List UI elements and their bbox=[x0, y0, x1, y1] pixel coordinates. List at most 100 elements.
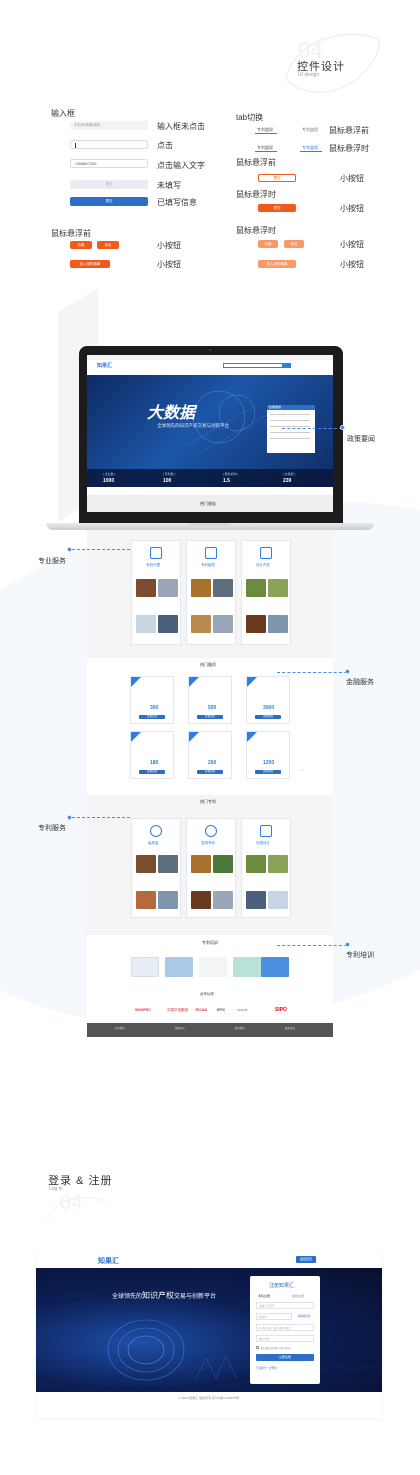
news-line bbox=[270, 438, 310, 439]
news-line bbox=[270, 432, 310, 433]
hero-slogan-b: 知识产权 bbox=[142, 1291, 175, 1300]
news-line bbox=[270, 420, 310, 421]
tab-phone-register[interactable]: 手机注册 bbox=[258, 1294, 271, 1298]
professional-annotation: 专业服务 bbox=[38, 558, 66, 565]
patent-thumb bbox=[158, 855, 178, 873]
agree-checkbox[interactable] bbox=[256, 1346, 259, 1349]
tab-hovered-2[interactable]: 专利盖保 bbox=[302, 145, 318, 150]
service-thumb bbox=[158, 579, 178, 597]
register-submit-button[interactable]: 立即注册 bbox=[256, 1354, 314, 1361]
service-card-1[interactable]: 专利代理 bbox=[131, 540, 181, 645]
patent-annotation: 专利服务 bbox=[38, 825, 66, 832]
training-thumb[interactable] bbox=[261, 957, 289, 977]
tab-underline-2 bbox=[255, 151, 277, 152]
code-input[interactable]: 验证码 bbox=[256, 1313, 292, 1320]
service-card-2[interactable]: 专利维权 bbox=[186, 540, 236, 645]
phone-input[interactable]: 请输入手机号 bbox=[256, 1302, 314, 1309]
patent-thumb bbox=[268, 855, 288, 873]
input-typing[interactable]: 13568670283 bbox=[70, 159, 148, 168]
service-thumb bbox=[213, 579, 233, 597]
go-login-link[interactable]: 已有账号？去登录 bbox=[256, 1367, 277, 1370]
banner-cloud-graphic bbox=[186, 390, 268, 456]
get-code-button[interactable]: 获取验证码 bbox=[297, 1315, 311, 1318]
password-input[interactable]: 6~20位字母、数字和符号组合 bbox=[256, 1324, 314, 1331]
news-line bbox=[270, 426, 310, 427]
training-leader-line bbox=[277, 945, 347, 946]
tab-inactive-1[interactable]: 专利盖保 bbox=[302, 127, 318, 132]
training-thumb[interactable] bbox=[233, 957, 261, 977]
partners-title: 合作伙伴 bbox=[200, 992, 214, 996]
footer-link[interactable]: 帮助中心 bbox=[175, 1027, 186, 1030]
patent-thumb bbox=[213, 855, 233, 873]
patent-card-1[interactable]: 高质量 bbox=[131, 818, 181, 918]
site-search-button[interactable] bbox=[283, 363, 291, 368]
label-input-click: 点击 bbox=[157, 141, 173, 150]
add-to-list-during[interactable]: 加入采购清单 bbox=[258, 260, 296, 268]
tab-email-register[interactable]: 邮箱注册 bbox=[292, 1294, 305, 1298]
tab-underline-hover bbox=[300, 151, 322, 152]
back-home-button[interactable]: 返回首页 bbox=[296, 1256, 316, 1263]
training-title: 专利培训 bbox=[202, 940, 218, 945]
finance-cta[interactable]: 查看详情 bbox=[146, 715, 157, 718]
training-thumb[interactable] bbox=[131, 957, 159, 977]
corner-ribbon bbox=[131, 732, 141, 742]
finance-cta[interactable]: 查看详情 bbox=[262, 770, 273, 773]
patent-thumb bbox=[191, 855, 211, 873]
filled-small-button[interactable]: 提交 bbox=[258, 204, 296, 212]
label-small-button-2: 小按钮 bbox=[340, 204, 364, 213]
patent-thumb bbox=[213, 891, 233, 909]
outline-small-button[interactable]: 提交 bbox=[258, 174, 296, 182]
laptop-base bbox=[46, 523, 374, 530]
finance-cta[interactable]: 查看详情 bbox=[204, 770, 215, 773]
input-focus[interactable] bbox=[70, 140, 148, 149]
service-name: 设计开发 bbox=[256, 563, 270, 567]
header-decoration bbox=[285, 33, 380, 93]
finance-cta[interactable]: 查看详情 bbox=[204, 715, 215, 718]
section-title: 控件设计 bbox=[297, 61, 345, 73]
stat-label: [ 企业数 ] bbox=[103, 472, 116, 476]
finance-cta[interactable]: 查看详情 bbox=[146, 770, 157, 773]
hero-slogan: 全球领先的知识产权交易与创新平台 bbox=[112, 1290, 216, 1301]
chip-price-before[interactable]: 价格 bbox=[70, 241, 92, 249]
chevron-up-icon[interactable]: ︿ bbox=[298, 767, 305, 773]
finance-card[interactable]: 1200 查看详情 bbox=[246, 731, 290, 779]
tab-active-2[interactable]: 专利盖保 bbox=[257, 145, 273, 150]
login-page-preview: 知果汇 返回首页 全球领先的知识产权交易与创新平台 注册知果汇 手机注册 邮箱注… bbox=[36, 1250, 382, 1418]
corner-ribbon bbox=[247, 732, 257, 742]
finance-card[interactable]: 180 查看详情 bbox=[130, 731, 174, 779]
tab-active-1[interactable]: 专利盖保 bbox=[257, 127, 273, 132]
finance-card[interactable]: 300 查看详情 bbox=[130, 676, 174, 724]
add-to-list-before[interactable]: 加入采购清单 bbox=[70, 260, 110, 268]
finance-leader-line bbox=[277, 672, 347, 673]
stat-label: [ 专利数 ] bbox=[163, 472, 176, 476]
submit-button-empty[interactable]: 提交 bbox=[70, 180, 148, 189]
footer-link[interactable]: 关于我们 bbox=[115, 1027, 126, 1030]
patent-leader-line bbox=[72, 817, 130, 818]
label-wide-small-left: 小按钮 bbox=[157, 260, 181, 269]
confirm-password-input[interactable]: 确认密码 bbox=[256, 1335, 314, 1342]
service-card-3[interactable]: 设计开发 bbox=[241, 540, 291, 645]
training-thumb[interactable] bbox=[165, 957, 193, 977]
section2-title: 登录 & 注册 bbox=[48, 1175, 113, 1187]
submit-button-filled[interactable]: 提交 bbox=[70, 197, 148, 206]
chip-price-during[interactable]: 价格 bbox=[258, 240, 278, 248]
input-idle[interactable]: 手机号/邮箱/昵称 bbox=[70, 121, 148, 130]
finance-card[interactable]: 260 查看详情 bbox=[188, 731, 232, 779]
site-logo[interactable]: 知果汇 bbox=[97, 363, 113, 369]
site-topbar bbox=[87, 355, 333, 360]
stats-bar: [ 企业数 ] 1000 [ 专利数 ] 100 [ 服务机构 ] 1.5 [ … bbox=[87, 469, 333, 487]
finance-card[interactable]: 500 查看详情 bbox=[188, 676, 232, 724]
hover-right-heading: 鼠标悬浮时 bbox=[236, 226, 276, 235]
chip-review-during[interactable]: 评论 bbox=[284, 240, 304, 248]
training-thumb[interactable] bbox=[199, 957, 227, 977]
patent-card-3[interactable]: 外观设计 bbox=[241, 818, 291, 918]
chip-review-before[interactable]: 评论 bbox=[97, 241, 119, 249]
footer-link[interactable]: 服务协议 bbox=[285, 1027, 296, 1030]
finance-cta[interactable]: 查看详情 bbox=[262, 715, 273, 718]
login-logo[interactable]: 知果汇 bbox=[98, 1258, 119, 1265]
finance-card[interactable]: 3000 查看详情 bbox=[246, 676, 290, 724]
footer-link[interactable]: 联系我们 bbox=[235, 1027, 246, 1030]
site-search-input[interactable] bbox=[223, 363, 283, 368]
service-thumb bbox=[268, 615, 288, 633]
patent-card-2[interactable]: 发明专利 bbox=[186, 818, 236, 918]
